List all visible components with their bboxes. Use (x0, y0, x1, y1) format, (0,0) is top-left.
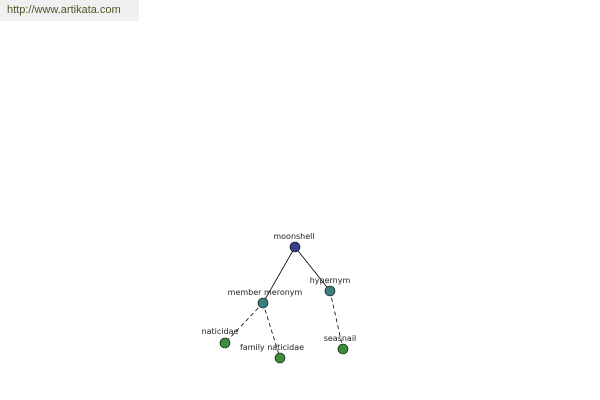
node-seasnail[interactable]: seasnail (324, 334, 357, 355)
edge-hypernym-to-seasnail (329, 290, 344, 350)
node-member-meronym[interactable]: member meronym (228, 288, 303, 309)
node-circle-naticidae[interactable] (219, 337, 231, 349)
url-banner: http://www.artikata.com (0, 0, 139, 21)
node-label-family-naticidae: family naticidae (240, 343, 304, 352)
node-circle-family-naticidae[interactable] (274, 352, 286, 364)
node-label-member-meronym: member meronym (228, 288, 303, 297)
node-circle-moonshell[interactable] (289, 241, 301, 253)
edge-member-meronym-to-naticidae (224, 302, 264, 344)
node-label-hypernym: hypernym (310, 276, 351, 285)
node-moonshell[interactable]: moonshell (273, 232, 315, 253)
node-naticidae[interactable]: naticidae (202, 327, 239, 349)
edge-moonshell-to-hypernym (294, 246, 331, 292)
edges-layer (224, 246, 344, 359)
node-circle-hypernym[interactable] (324, 285, 336, 297)
artikata-link[interactable]: http://www.artikata.com (7, 4, 121, 16)
node-hypernym[interactable]: hypernym (310, 276, 351, 297)
node-label-naticidae: naticidae (202, 327, 239, 336)
node-circle-seasnail[interactable] (337, 343, 349, 355)
node-circle-member-meronym[interactable] (257, 297, 269, 309)
nodes-layer: moonshell member meronym hypernym naticidae… (202, 232, 357, 364)
edge-member-meronym-to-family-naticidae (262, 302, 281, 359)
node-label-seasnail: seasnail (324, 334, 357, 343)
edge-moonshell-to-member-meronym (262, 246, 296, 304)
node-family-naticidae[interactable]: family naticidae (240, 343, 304, 364)
node-label-moonshell: moonshell (273, 232, 314, 241)
